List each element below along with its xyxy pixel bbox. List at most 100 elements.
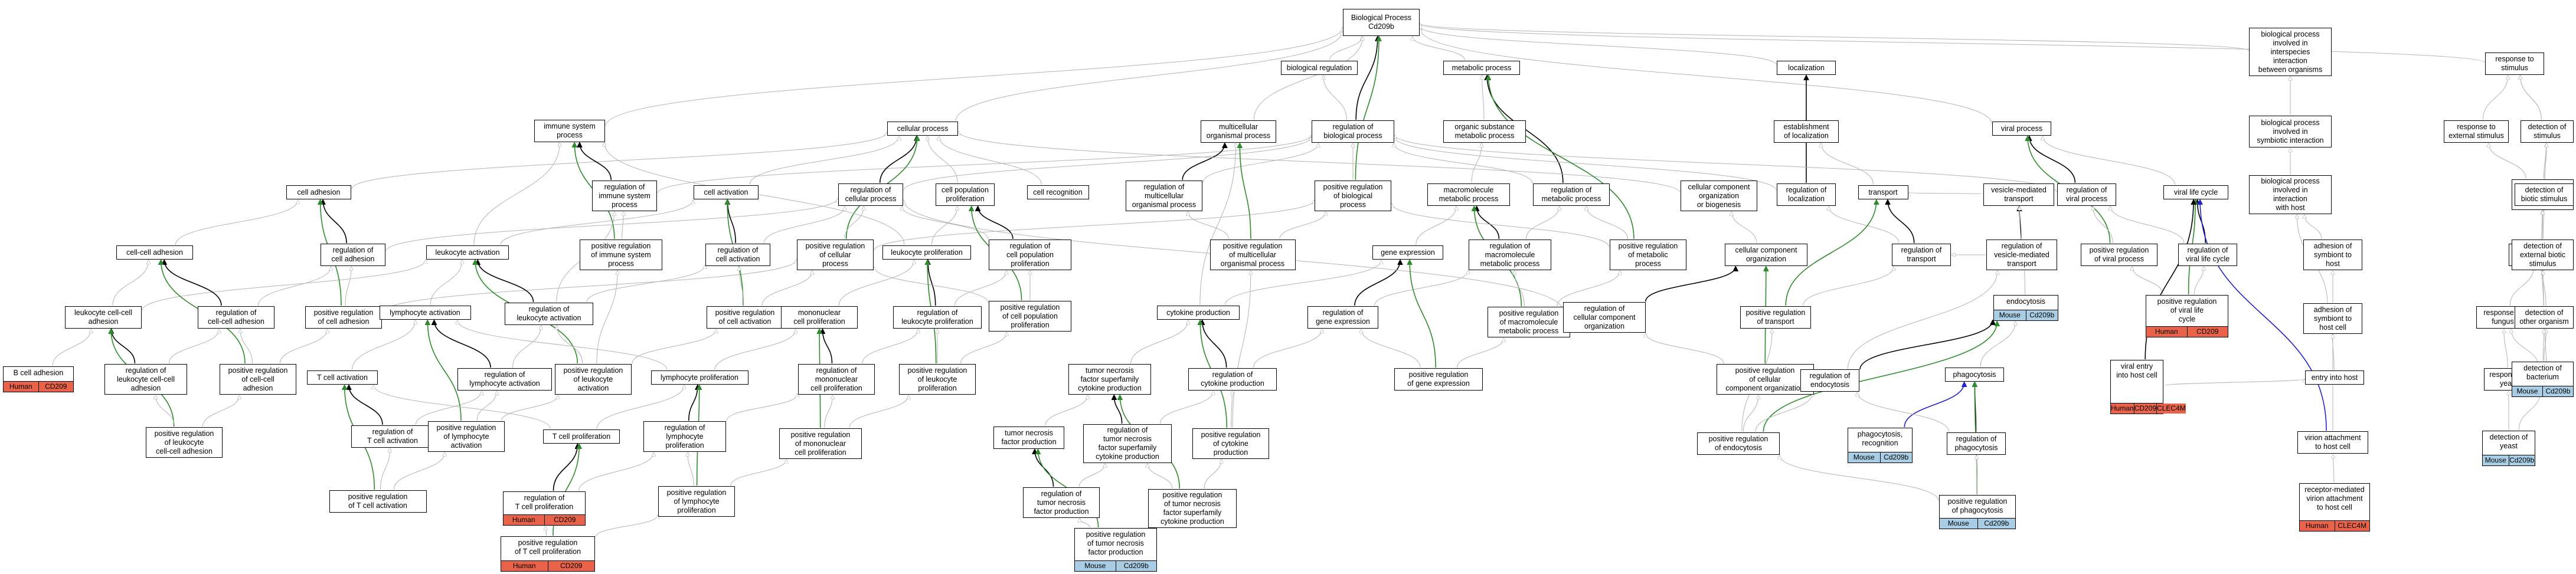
- go-term-pos-reg-cyto-prod[interactable]: positive regulation of cytokine producti…: [1192, 428, 1269, 459]
- go-term-pos-reg-tnf-super[interactable]: positive regulation of tumor necrosis fa…: [1148, 489, 1237, 528]
- go-term-reg-bp[interactable]: regulation of biological process: [1312, 120, 1394, 143]
- go-term-reg-tnf-prod[interactable]: regulation of tumor necrosis factor prod…: [1023, 487, 1100, 518]
- go-term-pos-reg-transport[interactable]: positive regulation of transport: [1740, 306, 1811, 329]
- go-term-estab-loc[interactable]: establishment of localization: [1774, 120, 1839, 143]
- go-term-adh-symbiont-cell[interactable]: adhesion of symbiont to host cell: [2303, 303, 2362, 334]
- go-term-reg-cc-adh[interactable]: regulation of cell-cell adhesion: [198, 306, 274, 329]
- go-term-reg-macromol[interactable]: regulation of macromolecule metabolic pr…: [1469, 240, 1551, 270]
- go-term-detect-stim[interactable]: detection of stimulus: [2521, 120, 2574, 143]
- go-term-reg-lymph-prolif[interactable]: regulation of lymphocyte proliferation: [643, 421, 726, 452]
- go-term-pos-reg-viral[interactable]: positive regulation of viral process: [2081, 244, 2157, 266]
- go-term-cc-adh[interactable]: cell-cell adhesion: [116, 245, 193, 260]
- go-term-pos-reg-cc-adh[interactable]: positive regulation of cell-cell adhesio…: [220, 364, 296, 395]
- go-term-reg-gene-expr[interactable]: regulation of gene expression: [1307, 306, 1378, 329]
- go-term-pos-reg-endocytosis[interactable]: positive regulation of endocytosis: [1697, 432, 1780, 455]
- go-term-org-subst[interactable]: organic substance metabolic process: [1443, 120, 1526, 143]
- go-term-reg-leuk-prolif[interactable]: regulation of leukocyte proliferation: [893, 306, 982, 329]
- go-term-reg-phago[interactable]: regulation of phagocytosis: [1947, 432, 2006, 455]
- go-term-cyto-prod[interactable]: cytokine production: [1157, 306, 1240, 320]
- go-term-detect-other[interactable]: detection of other organism: [2515, 306, 2574, 329]
- go-term-reg-leuk-cc-adh[interactable]: regulation of leukocyte cell-cell adhesi…: [104, 364, 187, 395]
- go-term-cell-act[interactable]: cell activation: [694, 185, 759, 199]
- go-term-pos-reg-multi[interactable]: positive regulation of multicellular org…: [1209, 240, 1296, 270]
- go-term-pos-reg-tcell-prolif[interactable]: positive regulation of T cell proliferat…: [501, 536, 595, 572]
- go-term-reg-metab[interactable]: regulation of metabolic process: [1533, 183, 1610, 206]
- go-term-pos-reg-leuk-act[interactable]: positive regulation of leukocyte activat…: [555, 364, 632, 395]
- go-term-pos-reg-leuk-prolif[interactable]: positive regulation of leukocyte prolife…: [899, 364, 976, 395]
- go-term-macromol[interactable]: macromolecule metabolic process: [1427, 183, 1510, 206]
- go-term-reg-mono-prolif[interactable]: regulation of mononuclear cell prolifera…: [798, 364, 875, 395]
- go-term-receptor-virion[interactable]: receptor-mediated virion attachment to h…: [2299, 483, 2370, 532]
- go-term-cell-adh[interactable]: cell adhesion: [286, 185, 351, 199]
- go-term-pos-reg-lymph-prolif[interactable]: positive regulation of lymphocyte prolif…: [658, 486, 735, 517]
- go-term-viral[interactable]: viral process: [1992, 122, 2051, 136]
- go-term-reg-transport[interactable]: regulation of transport: [1892, 244, 1951, 266]
- go-term-reg-cell-pop[interactable]: regulation of cell population proliferat…: [989, 240, 1071, 270]
- go-term-reg-endocytosis[interactable]: regulation of endocytosis: [1800, 369, 1859, 392]
- go-term-lymph-act[interactable]: lymphocyte activation: [379, 306, 471, 320]
- go-term-detect-ext-biotic[interactable]: detection of external biotic stimulus: [2512, 240, 2574, 270]
- go-term-pos-reg-cell-act[interactable]: positive regulation of cell activation: [707, 306, 783, 329]
- go-term-transport[interactable]: transport: [1858, 185, 1908, 199]
- go-term-cell-recog[interactable]: cell recognition: [1027, 185, 1089, 199]
- go-term-reg-tnf-super[interactable]: regulation of tumor necrosis factor supe…: [1083, 424, 1172, 463]
- go-term-vesicle[interactable]: vesicle-mediated transport: [1983, 183, 2054, 206]
- go-term-lymph-prolif[interactable]: lymphocyte proliferation: [650, 370, 748, 385]
- go-term-immune[interactable]: immune system process: [534, 120, 605, 142]
- go-term-reg-vesicle[interactable]: regulation of vesicle-mediated transport: [1986, 240, 2057, 270]
- go-term-detect-biotic[interactable]: detection of biotic stimulus: [2515, 183, 2574, 206]
- go-term-reg-leuk-act[interactable]: regulation of leukocyte activation: [505, 303, 593, 325]
- go-term-viral-life[interactable]: viral life cycle: [2163, 185, 2228, 199]
- go-term-multicell[interactable]: multicellular organismal process: [1201, 120, 1276, 143]
- go-term-metab[interactable]: metabolic process: [1443, 61, 1520, 75]
- go-term-pos-reg-cellular[interactable]: positive regulation of cellular process: [797, 240, 874, 270]
- go-term-leuk-act[interactable]: leukocyte activation: [426, 245, 509, 260]
- go-term-phagocytosis[interactable]: phagocytosis: [1945, 368, 2004, 382]
- go-term-cc-organization[interactable]: cellular component organization: [1725, 244, 1807, 266]
- go-term-tnf-prod[interactable]: tumor necrosis factor production: [993, 427, 1064, 449]
- go-term-pos-reg-leuk-cc-adh[interactable]: positive regulation of leukocyte cell-ce…: [146, 427, 223, 458]
- go-term-interspecies[interactable]: biological process involved in interspec…: [2249, 28, 2332, 76]
- go-term-pos-reg-tnf-prod[interactable]: positive regulation of tumor necrosis fa…: [1074, 528, 1157, 572]
- go-term-cc-org[interactable]: cellular component organization or bioge…: [1681, 181, 1757, 211]
- go-term-adh-symbiont[interactable]: adhesion of symbiont to host: [2303, 240, 2362, 270]
- go-term-cellular[interactable]: cellular process: [887, 122, 958, 136]
- go-term-reg-cellular[interactable]: regulation of cellular process: [838, 183, 903, 206]
- go-term-pos-reg-metab[interactable]: positive regulation of metabolic process: [1610, 240, 1686, 270]
- go-term-mono-prolif[interactable]: mononuclear cell proliferation: [781, 306, 858, 329]
- go-term-pos-reg-cell-pop[interactable]: positive regulation of cell population p…: [989, 301, 1071, 332]
- go-term-cell-pop[interactable]: cell population proliferation: [936, 183, 995, 206]
- go-term-reg-viral-life[interactable]: regulation of viral life cycle: [2178, 244, 2237, 266]
- go-term-gene-expr[interactable]: gene expression: [1372, 245, 1443, 260]
- go-term-pos-reg-tcell-act[interactable]: positive regulation of T cell activation: [329, 490, 427, 513]
- go-term-pos-reg-cc-org[interactable]: positive regulation of cellular componen…: [1716, 364, 1814, 395]
- go-term-leuk-prolif[interactable]: leukocyte proliferation: [882, 245, 971, 260]
- go-term-bp[interactable]: Biological Process Cd209b: [1343, 9, 1420, 36]
- go-term-reg-tcell-act[interactable]: regulation of T cell activation: [351, 425, 434, 448]
- go-term-pos-reg-cell-adh[interactable]: positive regulation of cell adhesion: [305, 306, 382, 329]
- go-term-pos-reg-bp[interactable]: positive regulation of biological proces…: [1315, 181, 1391, 211]
- go-term-pos-reg-macromol[interactable]: positive regulation of macromolecule met…: [1488, 307, 1570, 337]
- go-term-tcell-prolif[interactable]: T cell proliferation: [543, 429, 620, 444]
- go-term-reg-viral[interactable]: regulation of viral process: [2057, 183, 2116, 206]
- go-term-reg-loc[interactable]: regulation of localization: [1777, 183, 1836, 206]
- go-term-reg-cyto-prod[interactable]: regulation of cytokine production: [1188, 368, 1277, 391]
- go-term-pos-reg-lymph-act[interactable]: positive regulation of lymphocyte activa…: [428, 421, 505, 452]
- go-term-tnf-super-prod[interactable]: tumor necrosis factor superfamily cytoki…: [1068, 364, 1151, 395]
- go-term-leuk-cc-adh[interactable]: leukocyte cell-cell adhesion: [65, 306, 142, 329]
- go-term-biol-reg[interactable]: biological regulation: [1281, 61, 1358, 75]
- go-term-virion-attach[interactable]: virion attachment to host cell: [2297, 431, 2368, 454]
- go-term-reg-cc-org[interactable]: regulation of cellular component organiz…: [1563, 302, 1646, 333]
- go-term-reg-cell-act[interactable]: regulation of cell activation: [705, 244, 770, 266]
- go-term-entry-host[interactable]: entry into host: [2305, 370, 2364, 385]
- go-term-reg-cell-adh[interactable]: regulation of cell adhesion: [321, 244, 385, 266]
- go-term-reg-multi[interactable]: regulation of multicellular organismal p…: [1126, 181, 1202, 211]
